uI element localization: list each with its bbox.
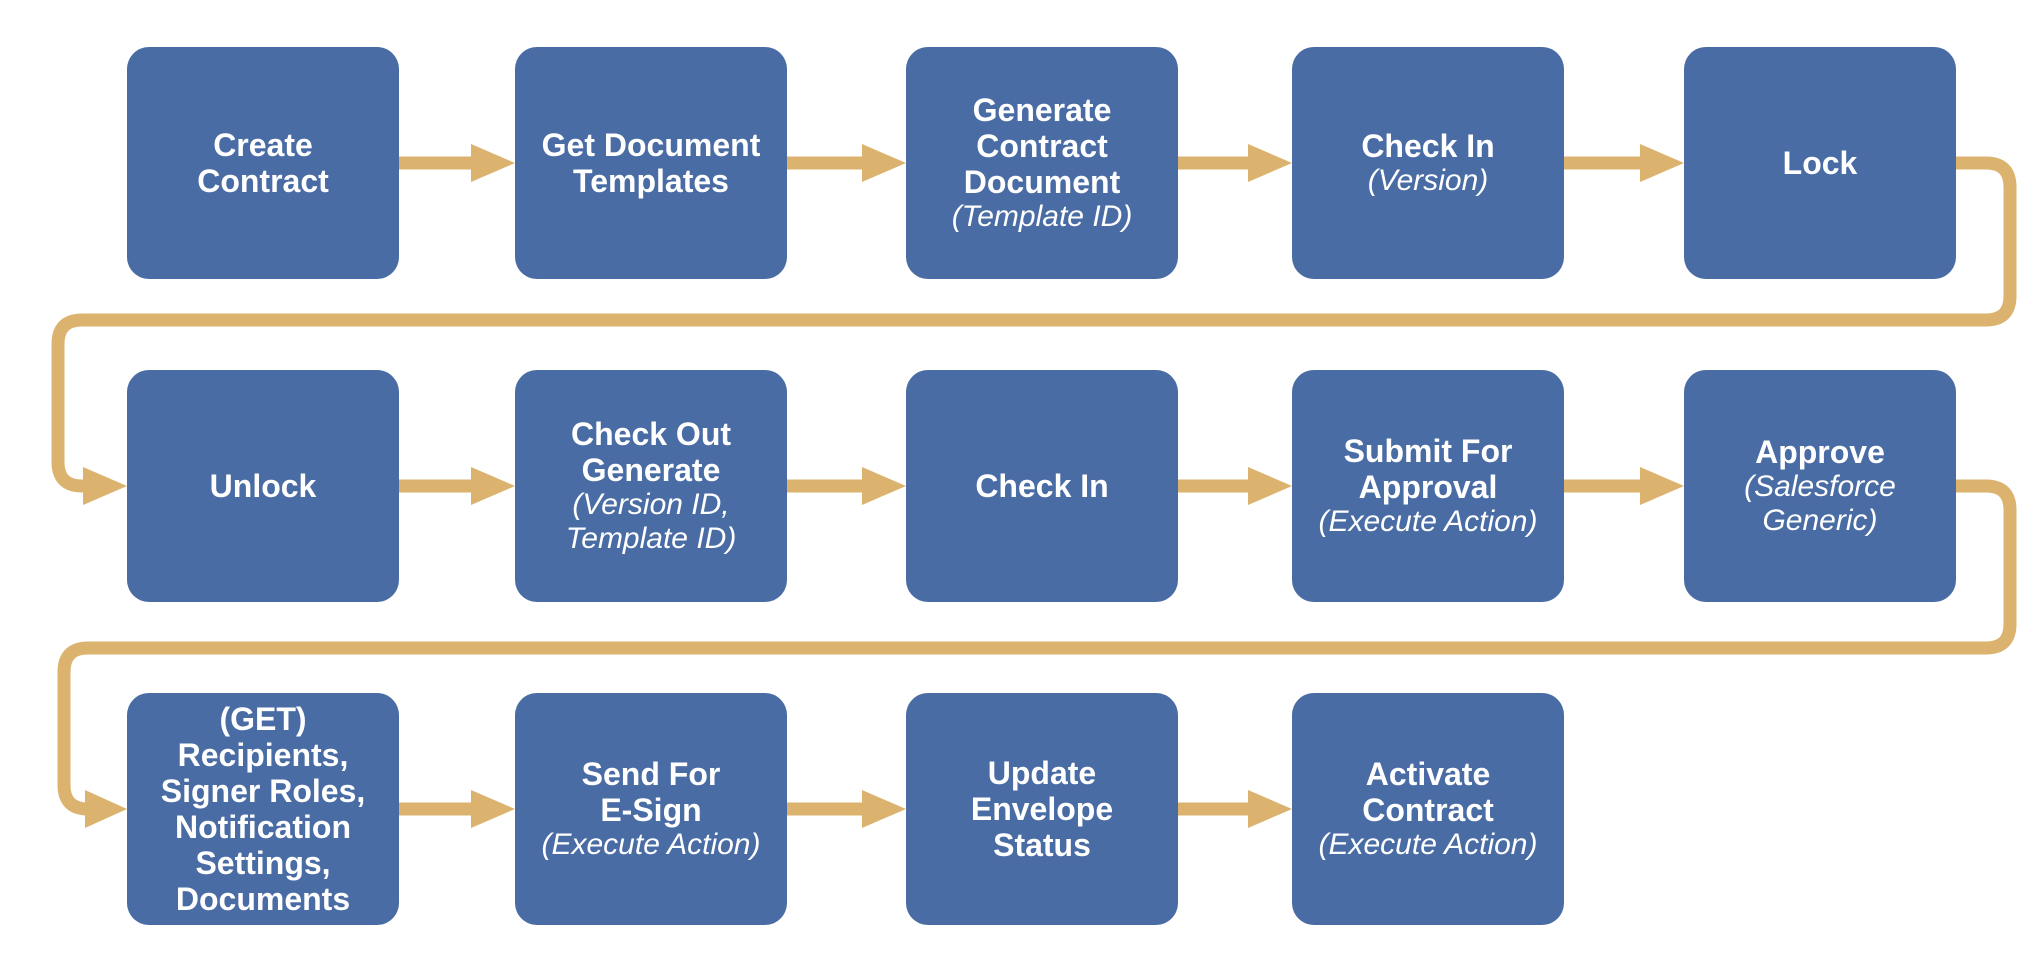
arrow-check-out-generate-to-check-in xyxy=(787,467,906,505)
flow-box-update-envelope-status: Update Envelope Status xyxy=(906,693,1178,925)
box-title: Check Out Generate xyxy=(570,416,732,488)
arrow-get-recipients-to-send-for-e-sign xyxy=(399,790,515,828)
flow-box-generate-contract-document: Generate Contract Document (Template ID) xyxy=(906,47,1178,279)
box-title: Get Document Templates xyxy=(541,127,761,199)
arrow-send-for-e-sign-to-update-envelope-status xyxy=(787,790,906,828)
arrow-get-document-templates-to-generate-contract-document xyxy=(787,144,906,182)
box-title: Generate Contract Document xyxy=(963,92,1121,200)
flow-box-check-in: Check In xyxy=(906,370,1178,602)
box-title: Approve xyxy=(1755,434,1885,470)
flow-box-create-contract: Create Contract xyxy=(127,47,399,279)
flow-box-unlock: Unlock xyxy=(127,370,399,602)
box-title: Unlock xyxy=(209,468,317,504)
box-title: Check In xyxy=(975,468,1109,504)
box-subtitle: (Execute Action) xyxy=(1318,505,1538,538)
box-title: Send For E-Sign xyxy=(581,756,721,828)
arrow-generate-contract-document-to-check-in-version xyxy=(1178,144,1292,182)
box-subtitle: (Salesforce Generic) xyxy=(1744,470,1896,537)
flow-box-lock: Lock xyxy=(1684,47,1956,279)
box-title: (GET) Recipients, Signer Roles, Notifica… xyxy=(160,701,366,917)
flow-box-activate-contract: Activate Contract (Execute Action) xyxy=(1292,693,1564,925)
box-subtitle: (Version ID, Template ID) xyxy=(565,488,737,555)
arrow-update-envelope-status-to-activate-contract xyxy=(1178,790,1292,828)
connector-lock-to-unlock xyxy=(51,156,2017,505)
flow-box-get-recipients: (GET) Recipients, Signer Roles, Notifica… xyxy=(127,693,399,925)
box-title: Update Envelope Status xyxy=(970,755,1114,863)
flow-box-get-document-templates: Get Document Templates xyxy=(515,47,787,279)
arrow-unlock-to-check-out-generate xyxy=(399,467,515,505)
box-title: Create Contract xyxy=(197,127,329,199)
arrow-create-contract-to-get-document-templates xyxy=(399,144,515,182)
box-subtitle: (Template ID) xyxy=(951,200,1133,233)
flow-box-submit-for-approval: Submit For Approval (Execute Action) xyxy=(1292,370,1564,602)
box-title: Check In xyxy=(1361,128,1495,164)
arrow-check-in-to-submit-for-approval xyxy=(1178,467,1292,505)
arrow-check-in-version-to-lock xyxy=(1564,144,1684,182)
flow-box-send-for-e-sign: Send For E-Sign (Execute Action) xyxy=(515,693,787,925)
box-title: Activate Contract xyxy=(1362,756,1494,828)
flow-box-approve: Approve (Salesforce Generic) xyxy=(1684,370,1956,602)
box-title: Lock xyxy=(1782,145,1858,181)
box-title: Submit For Approval xyxy=(1343,433,1513,505)
flow-box-check-in-version: Check In (Version) xyxy=(1292,47,1564,279)
connector-approve-to-get-recipients xyxy=(57,479,2017,828)
box-subtitle: (Execute Action) xyxy=(1318,828,1538,861)
arrow-submit-for-approval-to-approve xyxy=(1564,467,1684,505)
flow-box-check-out-generate: Check Out Generate (Version ID, Template… xyxy=(515,370,787,602)
box-subtitle: (Execute Action) xyxy=(541,828,761,861)
box-subtitle: (Version) xyxy=(1367,164,1489,197)
